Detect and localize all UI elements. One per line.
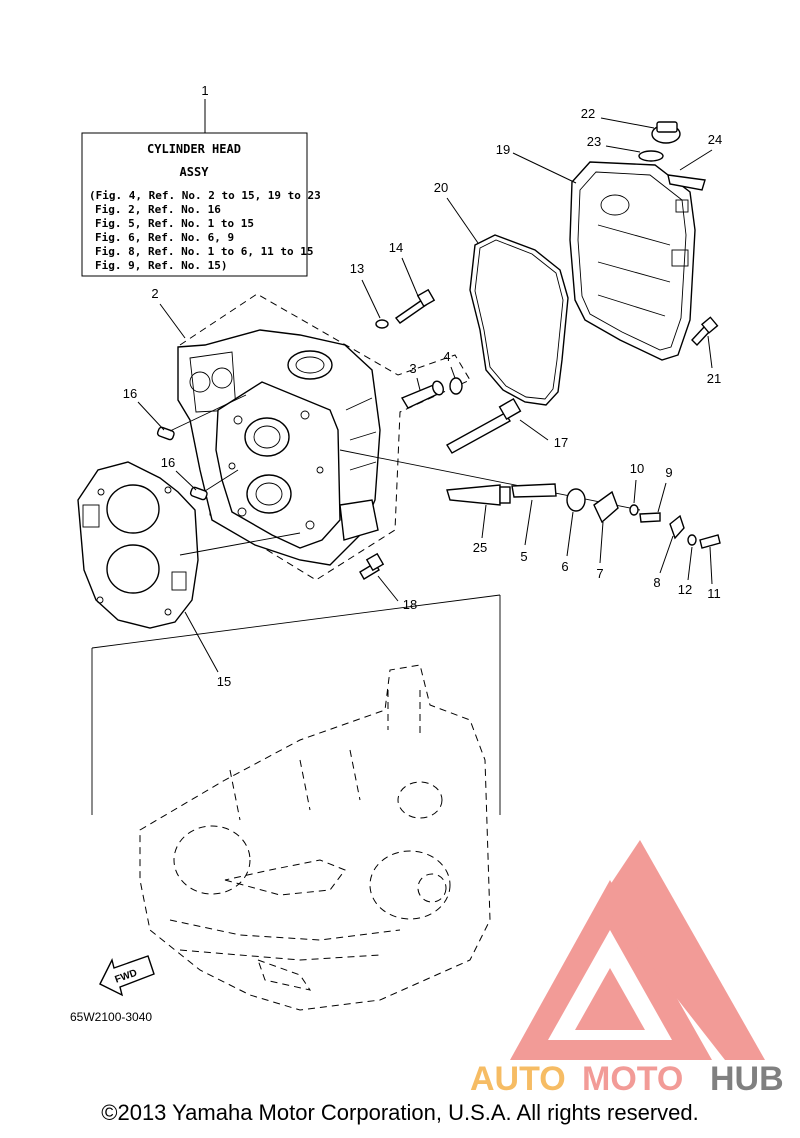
watermark-text-moto: MOTO bbox=[582, 1060, 683, 1098]
callout-16: 16 bbox=[123, 386, 137, 401]
cylinder-head-cover: 19 bbox=[496, 142, 696, 361]
info-box-title: CYLINDER HEAD bbox=[147, 142, 241, 156]
callout-11: 11 bbox=[707, 586, 721, 601]
callout-19: 19 bbox=[496, 142, 510, 157]
dowel-pins: 16 16 bbox=[123, 386, 247, 501]
callout-2-group: 2 bbox=[151, 286, 186, 339]
info-box-line: Fig. 8, Ref. No. 1 to 6, 11 to 15 bbox=[95, 245, 314, 258]
info-box: 1 CYLINDER HEAD ASSY (Fig. 4, Ref. No. 2… bbox=[81, 83, 321, 277]
callout-2: 2 bbox=[151, 286, 158, 301]
info-box-line: (Fig. 4, Ref. No. 2 to 15, 19 to 23 bbox=[89, 189, 321, 202]
watermark-logo: AUTO MOTO HUB bbox=[470, 840, 784, 1098]
assembly-dashed-outline bbox=[179, 293, 471, 581]
cylinder-head bbox=[177, 329, 381, 566]
callout-25: 25 bbox=[473, 540, 487, 555]
callout-15: 15 bbox=[217, 674, 231, 689]
callout-9: 9 bbox=[665, 465, 672, 480]
callout-13: 13 bbox=[350, 261, 364, 276]
cover-gasket: 20 bbox=[434, 180, 569, 406]
callout-14: 14 bbox=[389, 240, 403, 255]
callout-12: 12 bbox=[678, 582, 692, 597]
callout-10: 10 bbox=[630, 461, 644, 476]
info-box-line: Fig. 2, Ref. No. 16 bbox=[95, 203, 221, 216]
callout-23: 23 bbox=[587, 134, 601, 149]
callout-1: 1 bbox=[201, 83, 208, 98]
info-box-line: Fig. 5, Ref. No. 1 to 15 bbox=[95, 217, 254, 230]
watermark-text-auto: AUTO bbox=[470, 1060, 566, 1098]
crankcase-block bbox=[91, 594, 501, 1011]
callout-6: 6 bbox=[561, 559, 568, 574]
info-box-line: Fig. 9, Ref. No. 15) bbox=[95, 259, 227, 272]
callout-5: 5 bbox=[520, 549, 527, 564]
bolt-17: 17 bbox=[446, 397, 568, 454]
bolt-18: 18 bbox=[359, 552, 417, 612]
callout-4: 4 bbox=[443, 349, 450, 364]
cover-fasteners: 22 23 24 21 bbox=[581, 106, 722, 386]
callout-7: 7 bbox=[596, 566, 603, 581]
info-box-line: Fig. 6, Ref. No. 6, 9 bbox=[95, 231, 234, 244]
small-parts-upper: 13 14 3 4 bbox=[350, 240, 463, 409]
right-small-parts: 25 5 6 7 10 9 8 12 11 bbox=[339, 449, 721, 601]
callout-16: 16 bbox=[161, 455, 175, 470]
diagram-code: 65W2100-3040 bbox=[70, 1010, 152, 1024]
watermark-text-hub: HUB bbox=[710, 1060, 784, 1098]
info-box-subtitle: ASSY bbox=[180, 165, 210, 179]
callout-17: 17 bbox=[554, 435, 568, 450]
fwd-indicator: FWD bbox=[99, 955, 155, 997]
callout-3: 3 bbox=[409, 361, 416, 376]
head-gasket: 15 bbox=[77, 461, 301, 689]
callout-21: 21 bbox=[707, 371, 721, 386]
callout-24: 24 bbox=[708, 132, 722, 147]
callout-18: 18 bbox=[403, 597, 417, 612]
callout-8: 8 bbox=[653, 575, 660, 590]
callout-22: 22 bbox=[581, 106, 595, 121]
callout-20: 20 bbox=[434, 180, 448, 195]
copyright-notice: ©2013 Yamaha Motor Corporation, U.S.A. A… bbox=[101, 1100, 699, 1125]
